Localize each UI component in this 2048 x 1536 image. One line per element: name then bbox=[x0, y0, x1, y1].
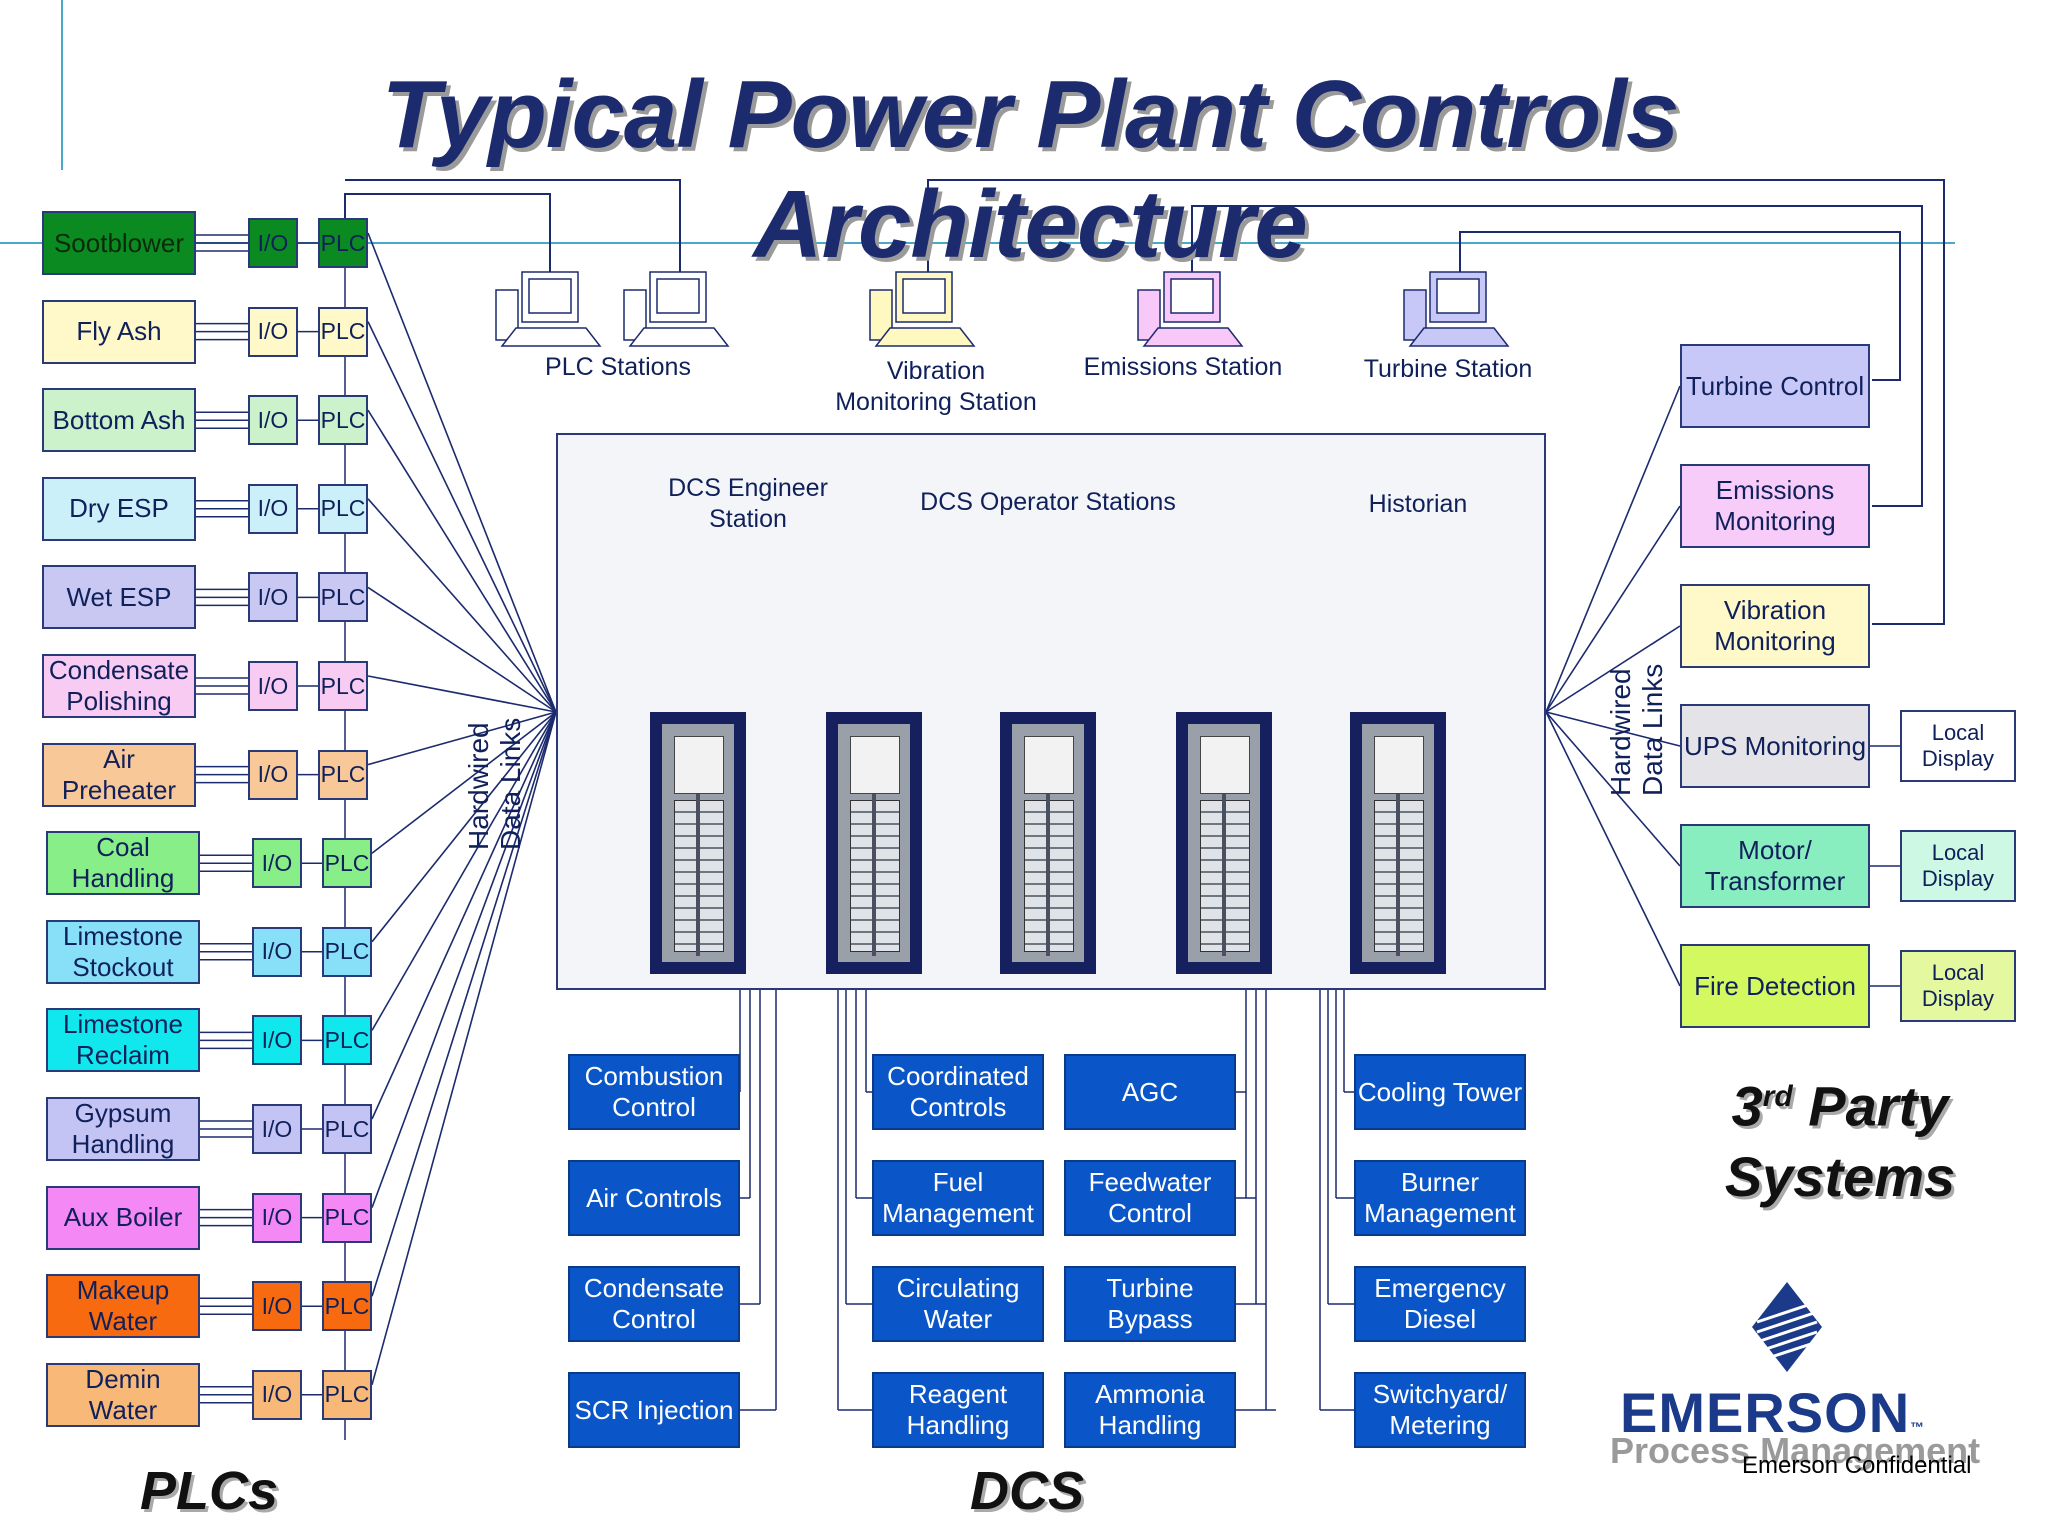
dcs-function-box[interactable]: Ammonia Handling bbox=[1064, 1372, 1236, 1448]
io-box[interactable]: I/O bbox=[248, 749, 298, 800]
plc-box[interactable]: PLC bbox=[318, 218, 368, 268]
local-display-box[interactable]: Local Display bbox=[1900, 710, 2016, 782]
plc-system-box[interactable]: Dry ESP bbox=[42, 476, 196, 541]
io-box[interactable]: I/O bbox=[252, 1015, 302, 1066]
plc-box[interactable]: PLC bbox=[318, 395, 368, 446]
io-box[interactable]: I/O bbox=[248, 661, 298, 711]
io-box[interactable]: I/O bbox=[252, 926, 302, 977]
dcs-engineer-label: DCS Engineer Station bbox=[668, 474, 828, 533]
emerson-logo-icon bbox=[1752, 1282, 1822, 1372]
plc-box[interactable]: PLC bbox=[322, 926, 372, 977]
emissions-station-label: Emissions Station bbox=[1083, 353, 1283, 381]
plc-box[interactable]: PLC bbox=[322, 1192, 372, 1243]
dcs-function-box[interactable]: Cooling Tower bbox=[1354, 1054, 1526, 1130]
plcs-bottom-label: PLCs bbox=[140, 1461, 279, 1521]
plc-station-monitor-icon[interactable] bbox=[623, 271, 730, 347]
brand-subtitle: Process Management bbox=[1610, 1430, 1981, 1471]
dcs-function-box[interactable]: Turbine Bypass bbox=[1064, 1266, 1236, 1342]
dcs-function-box[interactable]: Combustion Control bbox=[568, 1054, 740, 1130]
io-box[interactable]: I/O bbox=[248, 572, 298, 623]
dcs-function-box[interactable]: Fuel Management bbox=[872, 1160, 1044, 1236]
plc-system-box[interactable]: Fly Ash bbox=[42, 299, 196, 364]
plc-system-box[interactable]: Limestone Reclaim bbox=[46, 1008, 200, 1073]
dcs-function-box[interactable]: Condensate Control bbox=[568, 1266, 740, 1342]
dcs-controller-rack[interactable] bbox=[826, 712, 922, 974]
dcs-function-box[interactable]: Burner Management bbox=[1354, 1160, 1526, 1236]
plc-station-monitor-icon[interactable] bbox=[495, 271, 602, 347]
dcs-function-box[interactable]: Air Controls bbox=[568, 1160, 740, 1236]
dcs-controller-rack[interactable] bbox=[1350, 712, 1446, 974]
plc-system-box[interactable]: Coal Handling bbox=[46, 831, 200, 896]
dcs-function-box[interactable]: Coordinated Controls bbox=[872, 1054, 1044, 1130]
historian-label: Historian bbox=[1368, 490, 1468, 518]
plc-system-box[interactable]: Condensate Polishing bbox=[42, 654, 196, 718]
plc-system-box[interactable]: Sootblower bbox=[42, 211, 196, 275]
plc-box[interactable]: PLC bbox=[318, 661, 368, 711]
dcs-controller-rack[interactable] bbox=[1176, 712, 1272, 974]
plc-box[interactable]: PLC bbox=[318, 749, 368, 800]
plc-stations-label: PLC Stations bbox=[545, 353, 691, 381]
local-display-box[interactable]: Local Display bbox=[1900, 830, 2016, 902]
plc-system-box[interactable]: Gypsum Handling bbox=[46, 1097, 200, 1161]
plc-system-box[interactable]: Demin Water bbox=[46, 1362, 200, 1427]
io-box[interactable]: I/O bbox=[252, 1281, 302, 1332]
third-party-system-box[interactable]: UPS Monitoring bbox=[1680, 704, 1870, 788]
dcs-function-box[interactable]: Circulating Water bbox=[872, 1266, 1044, 1342]
plc-system-box[interactable]: Aux Boiler bbox=[46, 1185, 200, 1250]
plc-box[interactable]: PLC bbox=[322, 1281, 372, 1332]
plc-box[interactable]: PLC bbox=[318, 306, 368, 357]
io-box[interactable]: I/O bbox=[252, 1369, 302, 1420]
dcs-function-box[interactable]: SCR Injection bbox=[568, 1372, 740, 1448]
io-box[interactable]: I/O bbox=[248, 483, 298, 534]
third-party-system-box[interactable]: Motor/ Transformer bbox=[1680, 824, 1870, 908]
dcs-function-box[interactable]: Reagent Handling bbox=[872, 1372, 1044, 1448]
third-party-system-box[interactable]: Emissions Monitoring bbox=[1680, 464, 1870, 548]
plc-system-box[interactable]: Makeup Water bbox=[46, 1274, 200, 1339]
brand-name: EMERSON™ bbox=[1620, 1381, 1926, 1444]
confidential-notice: Emerson Confidential bbox=[1742, 1452, 1972, 1479]
plc-box[interactable]: PLC bbox=[318, 483, 368, 534]
dcs-function-box[interactable]: Switchyard/ Metering bbox=[1354, 1372, 1526, 1448]
plc-system-box[interactable]: Bottom Ash bbox=[42, 388, 196, 453]
dcs-function-box[interactable]: Emergency Diesel bbox=[1354, 1266, 1526, 1342]
page-title: Typical Power Plant Controls Architectur… bbox=[381, 61, 1680, 278]
io-box[interactable]: I/O bbox=[248, 306, 298, 357]
dcs-function-box[interactable]: Feedwater Control bbox=[1064, 1160, 1236, 1236]
dcs-bottom-label: DCS bbox=[970, 1461, 1085, 1521]
plc-system-box[interactable]: Wet ESP bbox=[42, 565, 196, 630]
local-display-box[interactable]: Local Display bbox=[1900, 950, 2016, 1022]
turbine-station-label: Turbine Station bbox=[1363, 355, 1533, 383]
io-box[interactable]: I/O bbox=[248, 218, 298, 268]
third-party-title: 3rd Party Systems bbox=[1724, 1074, 1956, 1208]
third-party-system-box[interactable]: Vibration Monitoring bbox=[1680, 584, 1870, 668]
plc-system-box[interactable]: Limestone Stockout bbox=[46, 919, 200, 984]
plc-box[interactable]: PLC bbox=[322, 1104, 372, 1154]
plc-system-box[interactable]: Air Preheater bbox=[42, 742, 196, 807]
plc-box[interactable]: PLC bbox=[318, 572, 368, 623]
vibration-station-label: Vibration Monitoring Station bbox=[835, 357, 1037, 416]
dcs-function-box[interactable]: AGC bbox=[1064, 1054, 1236, 1130]
third-party-system-box[interactable]: Fire Detection bbox=[1680, 944, 1870, 1028]
turbine-station-monitor-icon[interactable] bbox=[1403, 271, 1510, 347]
plc-box[interactable]: PLC bbox=[322, 1015, 372, 1066]
vibration-station-monitor-icon[interactable] bbox=[869, 271, 976, 347]
emissions-station-monitor-icon[interactable] bbox=[1137, 271, 1244, 347]
dcs-controller-rack[interactable] bbox=[650, 712, 746, 974]
plc-box[interactable]: PLC bbox=[322, 838, 372, 889]
dcs-controller-rack[interactable] bbox=[1000, 712, 1096, 974]
io-box[interactable]: I/O bbox=[252, 1104, 302, 1154]
plc-box[interactable]: PLC bbox=[322, 1369, 372, 1420]
io-box[interactable]: I/O bbox=[252, 838, 302, 889]
dcs-operator-label: DCS Operator Stations bbox=[920, 488, 1176, 516]
io-box[interactable]: I/O bbox=[248, 395, 298, 446]
third-party-system-box[interactable]: Turbine Control bbox=[1680, 344, 1870, 428]
io-box[interactable]: I/O bbox=[252, 1192, 302, 1243]
